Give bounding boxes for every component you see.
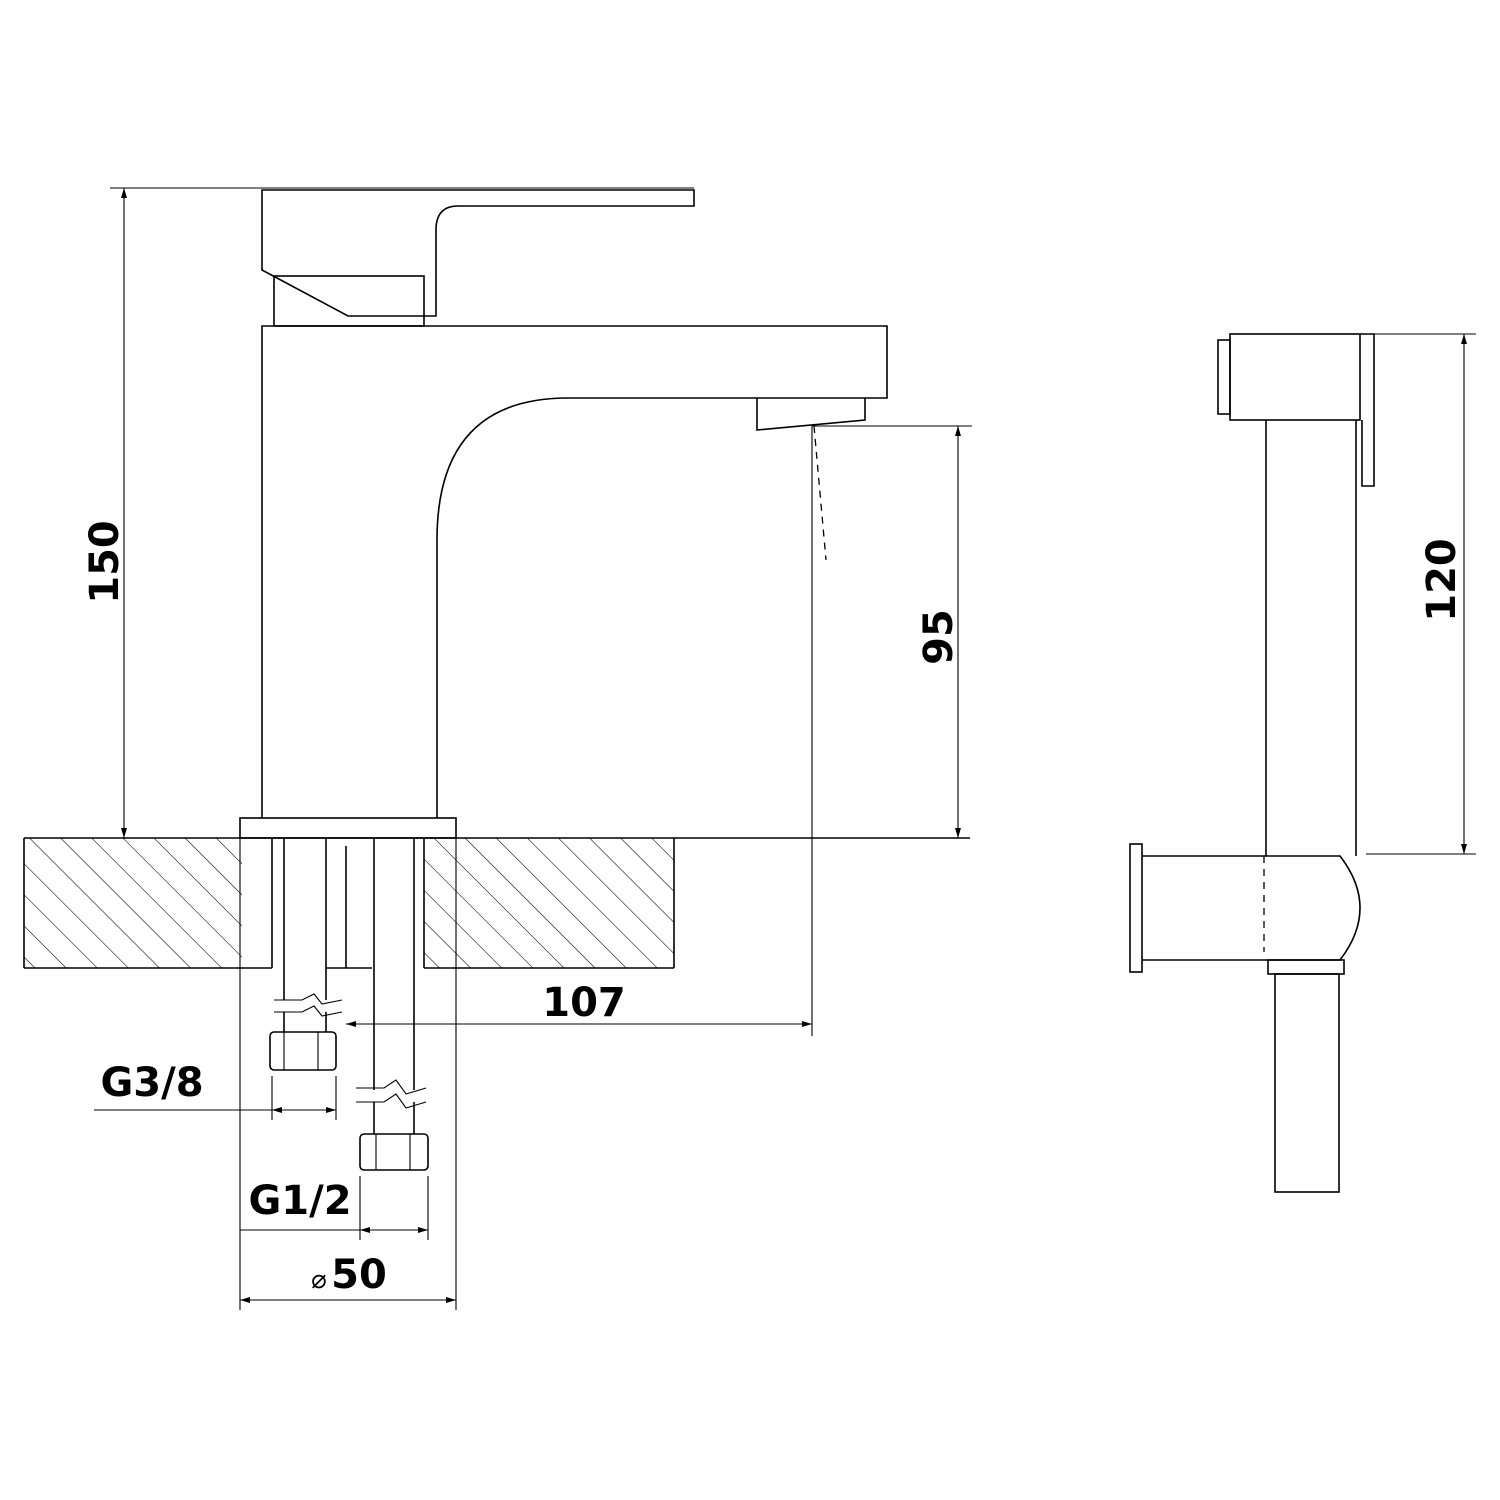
supply-hoses [269, 838, 429, 1171]
faucet-body [239, 189, 888, 839]
dimension-label-spout-reach: 107 [542, 980, 626, 1026]
dimension-label-spout-height: 95 [916, 609, 962, 665]
hand-shower [1129, 333, 1375, 1193]
dimension-label-cold-connection: G3/8 [100, 1060, 203, 1106]
dimension-label-height-total: 150 [82, 520, 128, 604]
dimension-label-hot-connection: G1/2 [248, 1178, 351, 1224]
dimension-label-base-diameter: 50 [331, 1252, 387, 1298]
countertop-section [23, 837, 970, 969]
water-stream [811, 425, 827, 1036]
dimension-lines [94, 187, 1476, 1310]
diameter-symbol: ⌀ [311, 1265, 327, 1295]
dimension-label-hand-shower-length: 120 [1419, 538, 1465, 622]
